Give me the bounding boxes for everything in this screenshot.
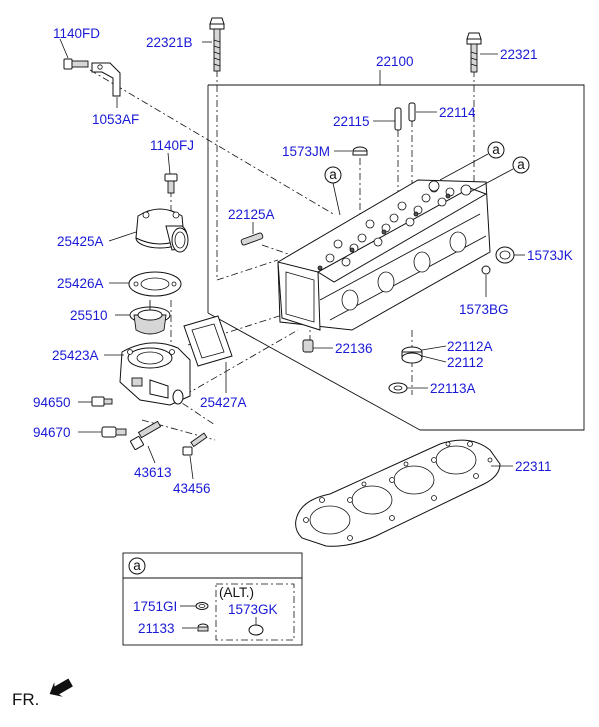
label-25426A: 25426A [57, 276, 104, 291]
leader-lines [59, 38, 525, 480]
callout-a-3: a [469, 156, 530, 193]
gasket-25427A [183, 315, 233, 367]
bolt-43456 [182, 432, 208, 456]
pin-22114 [408, 102, 416, 122]
callout-a-1: a [324, 166, 342, 216]
inset-box-a: a (ALT.) 1751GI 21133 1573GK [122, 552, 303, 646]
label-25427A: 25427A [200, 395, 247, 410]
bolt-1140FJ [164, 173, 178, 194]
plug-1573JM [352, 146, 368, 156]
label-1751GI: 1751GI [133, 599, 177, 614]
head-assembly-frame [207, 84, 585, 431]
cap-1573GK [248, 617, 264, 636]
label-22321B: 22321B [146, 35, 193, 50]
bracket-1053AF [91, 62, 121, 97]
label-1573JM: 1573JM [282, 144, 330, 159]
pin-22136 [302, 339, 314, 353]
sensor-94650 [91, 396, 113, 407]
label-1053AF: 1053AF [92, 112, 139, 127]
pin-22115 [394, 107, 402, 131]
intake-ports [341, 231, 467, 311]
inset-header-circle [128, 557, 146, 575]
label-1573JK: 1573JK [527, 248, 573, 263]
head-gasket-22311 [295, 439, 501, 547]
bolt-22321 [466, 32, 482, 73]
label-22113A: 22113A [430, 381, 476, 396]
oring-1751GI [195, 602, 209, 610]
seal-22113A [388, 382, 408, 394]
svg-text:a: a [492, 142, 500, 157]
label-21133: 21133 [138, 621, 175, 636]
thermostat-housing-25425A [135, 208, 189, 253]
bolt-22321B [209, 17, 225, 72]
label-1140FJ: 1140FJ [150, 138, 194, 153]
pin-22125A [240, 232, 264, 246]
label-22136: 22136 [335, 341, 373, 356]
label-43613: 43613 [134, 465, 172, 480]
thermostat-case-25423A [119, 342, 191, 406]
label-22100: 22100 [376, 54, 414, 69]
cylinder-head-22100 [277, 179, 491, 331]
label-22114: 22114 [439, 105, 476, 120]
label-22321: 22321 [500, 47, 538, 62]
label-1140FD: 1140FD [53, 26, 100, 41]
part-labels: 1140FD 22321B 22321 22100 1053AF 22115 2… [33, 26, 573, 496]
label-22112: 22112 [447, 355, 484, 370]
plug-1573BG [481, 265, 491, 275]
front-label: FR. [12, 690, 39, 709]
front-arrow-icon [49, 678, 73, 697]
label-43456: 43456 [173, 481, 211, 496]
bolt-43613 [130, 420, 162, 450]
plug-1573JK [495, 246, 515, 264]
bolt-1140FD [63, 58, 89, 70]
label-1573BG: 1573BG [459, 302, 509, 317]
inset-alt-label: (ALT.) [219, 585, 254, 600]
svg-text:a: a [517, 157, 525, 172]
thermostat-25510 [129, 300, 171, 335]
label-25425A: 25425A [57, 234, 104, 249]
sensor-94670 [101, 426, 127, 438]
front-direction-marker: FR. [12, 678, 73, 709]
inset-header-letter: a [133, 558, 141, 573]
callout-a-2: a [439, 141, 505, 181]
label-94670: 94670 [33, 425, 71, 440]
label-22112A: 22112A [447, 339, 493, 354]
label-25423A: 25423A [52, 348, 99, 363]
cap-21133 [197, 623, 209, 632]
seal-22112 [401, 346, 423, 364]
label-22311: 22311 [515, 459, 552, 474]
gasket-25426A [128, 271, 182, 297]
label-94650: 94650 [33, 395, 71, 410]
label-25510: 25510 [70, 308, 108, 323]
svg-text:a: a [329, 167, 337, 182]
label-22125A: 22125A [228, 207, 275, 222]
label-22115: 22115 [333, 114, 370, 129]
valve-holes [317, 183, 455, 271]
label-1573GK: 1573GK [228, 602, 278, 617]
